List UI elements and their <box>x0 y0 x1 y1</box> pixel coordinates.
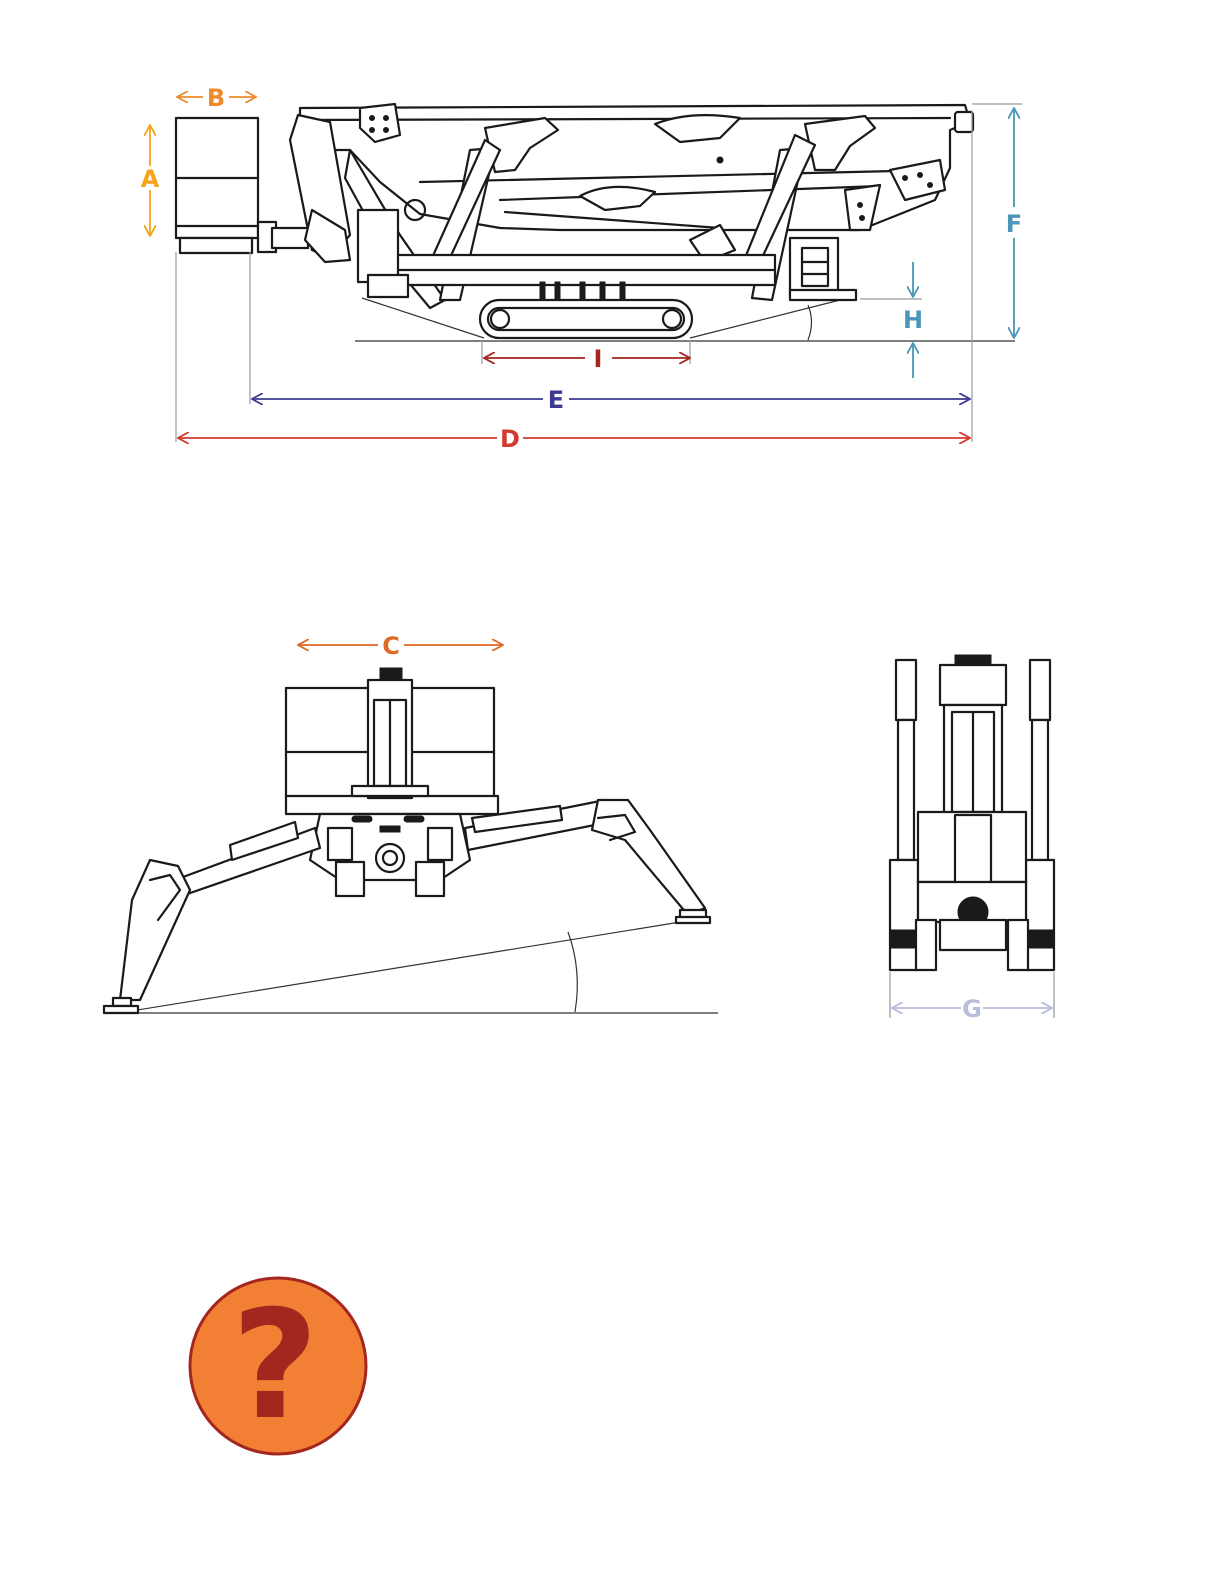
dimension-label-f: F <box>1006 210 1022 238</box>
dimension-d: D <box>178 425 970 453</box>
dimension-label-g: G <box>962 995 982 1023</box>
side-basket <box>176 118 308 253</box>
side-track <box>480 300 692 338</box>
dimension-label-c: C <box>382 632 400 660</box>
help-button[interactable]: ? <box>190 1278 366 1454</box>
dimension-g: G <box>892 995 1052 1023</box>
rear-left-upright <box>896 660 916 720</box>
dimension-c: C <box>298 632 503 660</box>
dimension-e: E <box>252 386 970 414</box>
dimension-h: H <box>903 262 923 378</box>
rear-right-upright <box>1030 660 1050 720</box>
dimension-i: I <box>484 345 690 373</box>
rear-view: G <box>890 655 1054 1023</box>
question-icon: ? <box>231 1279 318 1453</box>
rear-chassis <box>916 812 1028 970</box>
dimension-label-h: H <box>903 306 923 334</box>
dimension-label-b: B <box>207 84 225 112</box>
front-left-outrigger <box>104 822 320 1013</box>
side-angle-arc <box>808 305 812 340</box>
front-right-outrigger <box>465 800 710 923</box>
front-slope-line <box>125 918 705 1012</box>
side-boom <box>300 104 973 230</box>
front-center-body <box>310 814 470 896</box>
dimension-b: B <box>177 84 256 112</box>
dimension-label-d: D <box>500 425 520 453</box>
dimension-label-a: A <box>141 165 160 193</box>
dimension-a: A <box>141 125 160 236</box>
front-basket <box>286 668 498 814</box>
dimension-label-e: E <box>548 386 564 414</box>
dimension-f: F <box>1006 108 1022 338</box>
rear-boom <box>940 655 1006 815</box>
dimension-label-i: I <box>594 345 603 373</box>
side-view: A B F H I E <box>141 84 1022 453</box>
front-view: C <box>104 632 718 1013</box>
front-angle-arc <box>568 932 577 1012</box>
